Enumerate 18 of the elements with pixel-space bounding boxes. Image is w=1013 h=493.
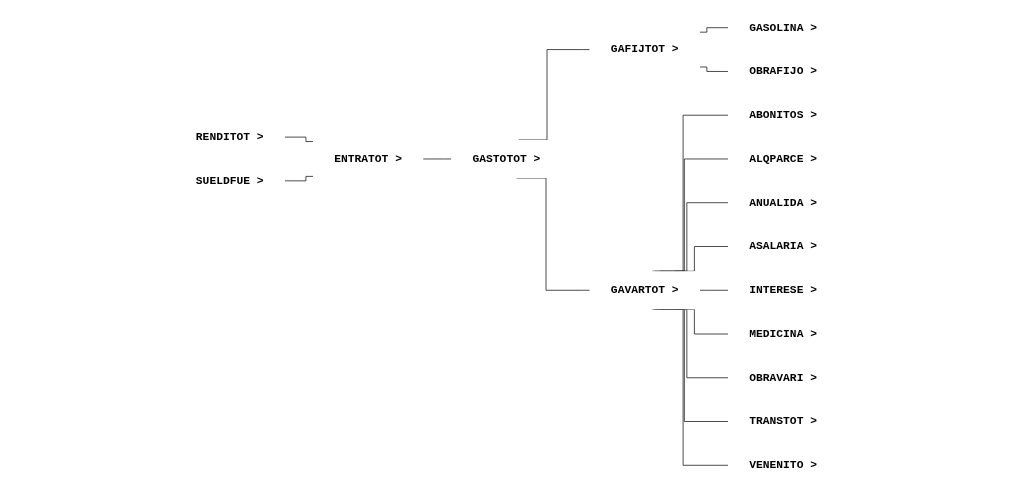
connector [699,66,729,72]
connector [284,176,314,182]
node-text: RENDITOT > [195,130,264,144]
connector [284,136,314,142]
node-text: VENENITO > [749,458,818,472]
node-text: ALQPARCE > [749,152,818,166]
node-text: TRANSTOT > [749,415,818,428]
node-text: ENTRATOT > [334,152,403,166]
node-text: INTERESE > [749,283,818,297]
node-text: MEDICINA > [749,327,818,341]
node-text: SUELDFUE > [195,174,264,188]
node-text: ABONITOS > [749,108,818,122]
node-text: ANUALIDA > [749,196,818,210]
node-text: GAFIJTOT > [610,43,679,56]
node-text: ASALARIA > [749,240,818,253]
node-text: OBRAVARI > [749,371,818,385]
node-text: OBRAFIJO > [749,65,818,78]
node-text: GASOLINA > [749,21,818,35]
